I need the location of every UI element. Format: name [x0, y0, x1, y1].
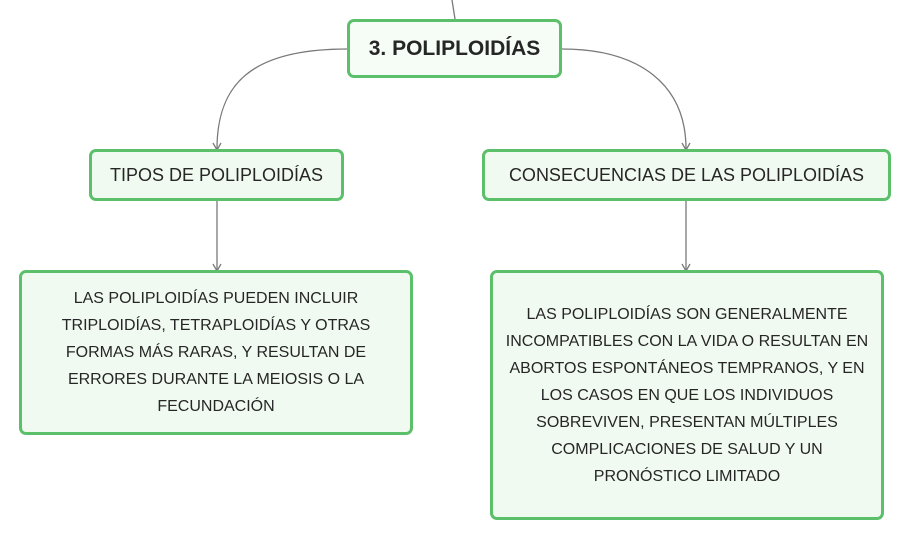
detail-node-tipos[interactable]: LAS POLIPLOIDÍAS PUEDEN INCLUIR TRIPLOID…	[19, 270, 413, 435]
topic-node-tipos-label: TIPOS DE POLIPLOIDÍAS	[109, 164, 324, 185]
detail-node-consecuencias-text: LAS POLIPLOIDÍAS SON GENERALMENTE INCOMP…	[505, 305, 869, 485]
detail-node-tipos-text: LAS POLIPLOIDÍAS PUEDEN INCLUIR TRIPLOID…	[61, 290, 371, 415]
connector-root-to-left-topic	[216, 48, 348, 150]
connector-root-to-right-topic	[561, 48, 687, 150]
connector-parent-to-root	[451, 0, 456, 20]
topic-node-consecuencias-label: CONSECUENCIAS DE LAS POLIPLOIDÍAS	[508, 164, 865, 185]
topic-node-consecuencias[interactable]: CONSECUENCIAS DE LAS POLIPLOIDÍAS	[482, 149, 891, 201]
topic-node-tipos[interactable]: TIPOS DE POLIPLOIDÍAS	[89, 149, 344, 201]
root-node[interactable]: 3. POLIPLOIDÍAS	[347, 19, 562, 78]
detail-node-consecuencias[interactable]: LAS POLIPLOIDÍAS SON GENERALMENTE INCOMP…	[490, 270, 884, 520]
root-node-label: 3. POLIPLOIDÍAS	[368, 36, 541, 60]
